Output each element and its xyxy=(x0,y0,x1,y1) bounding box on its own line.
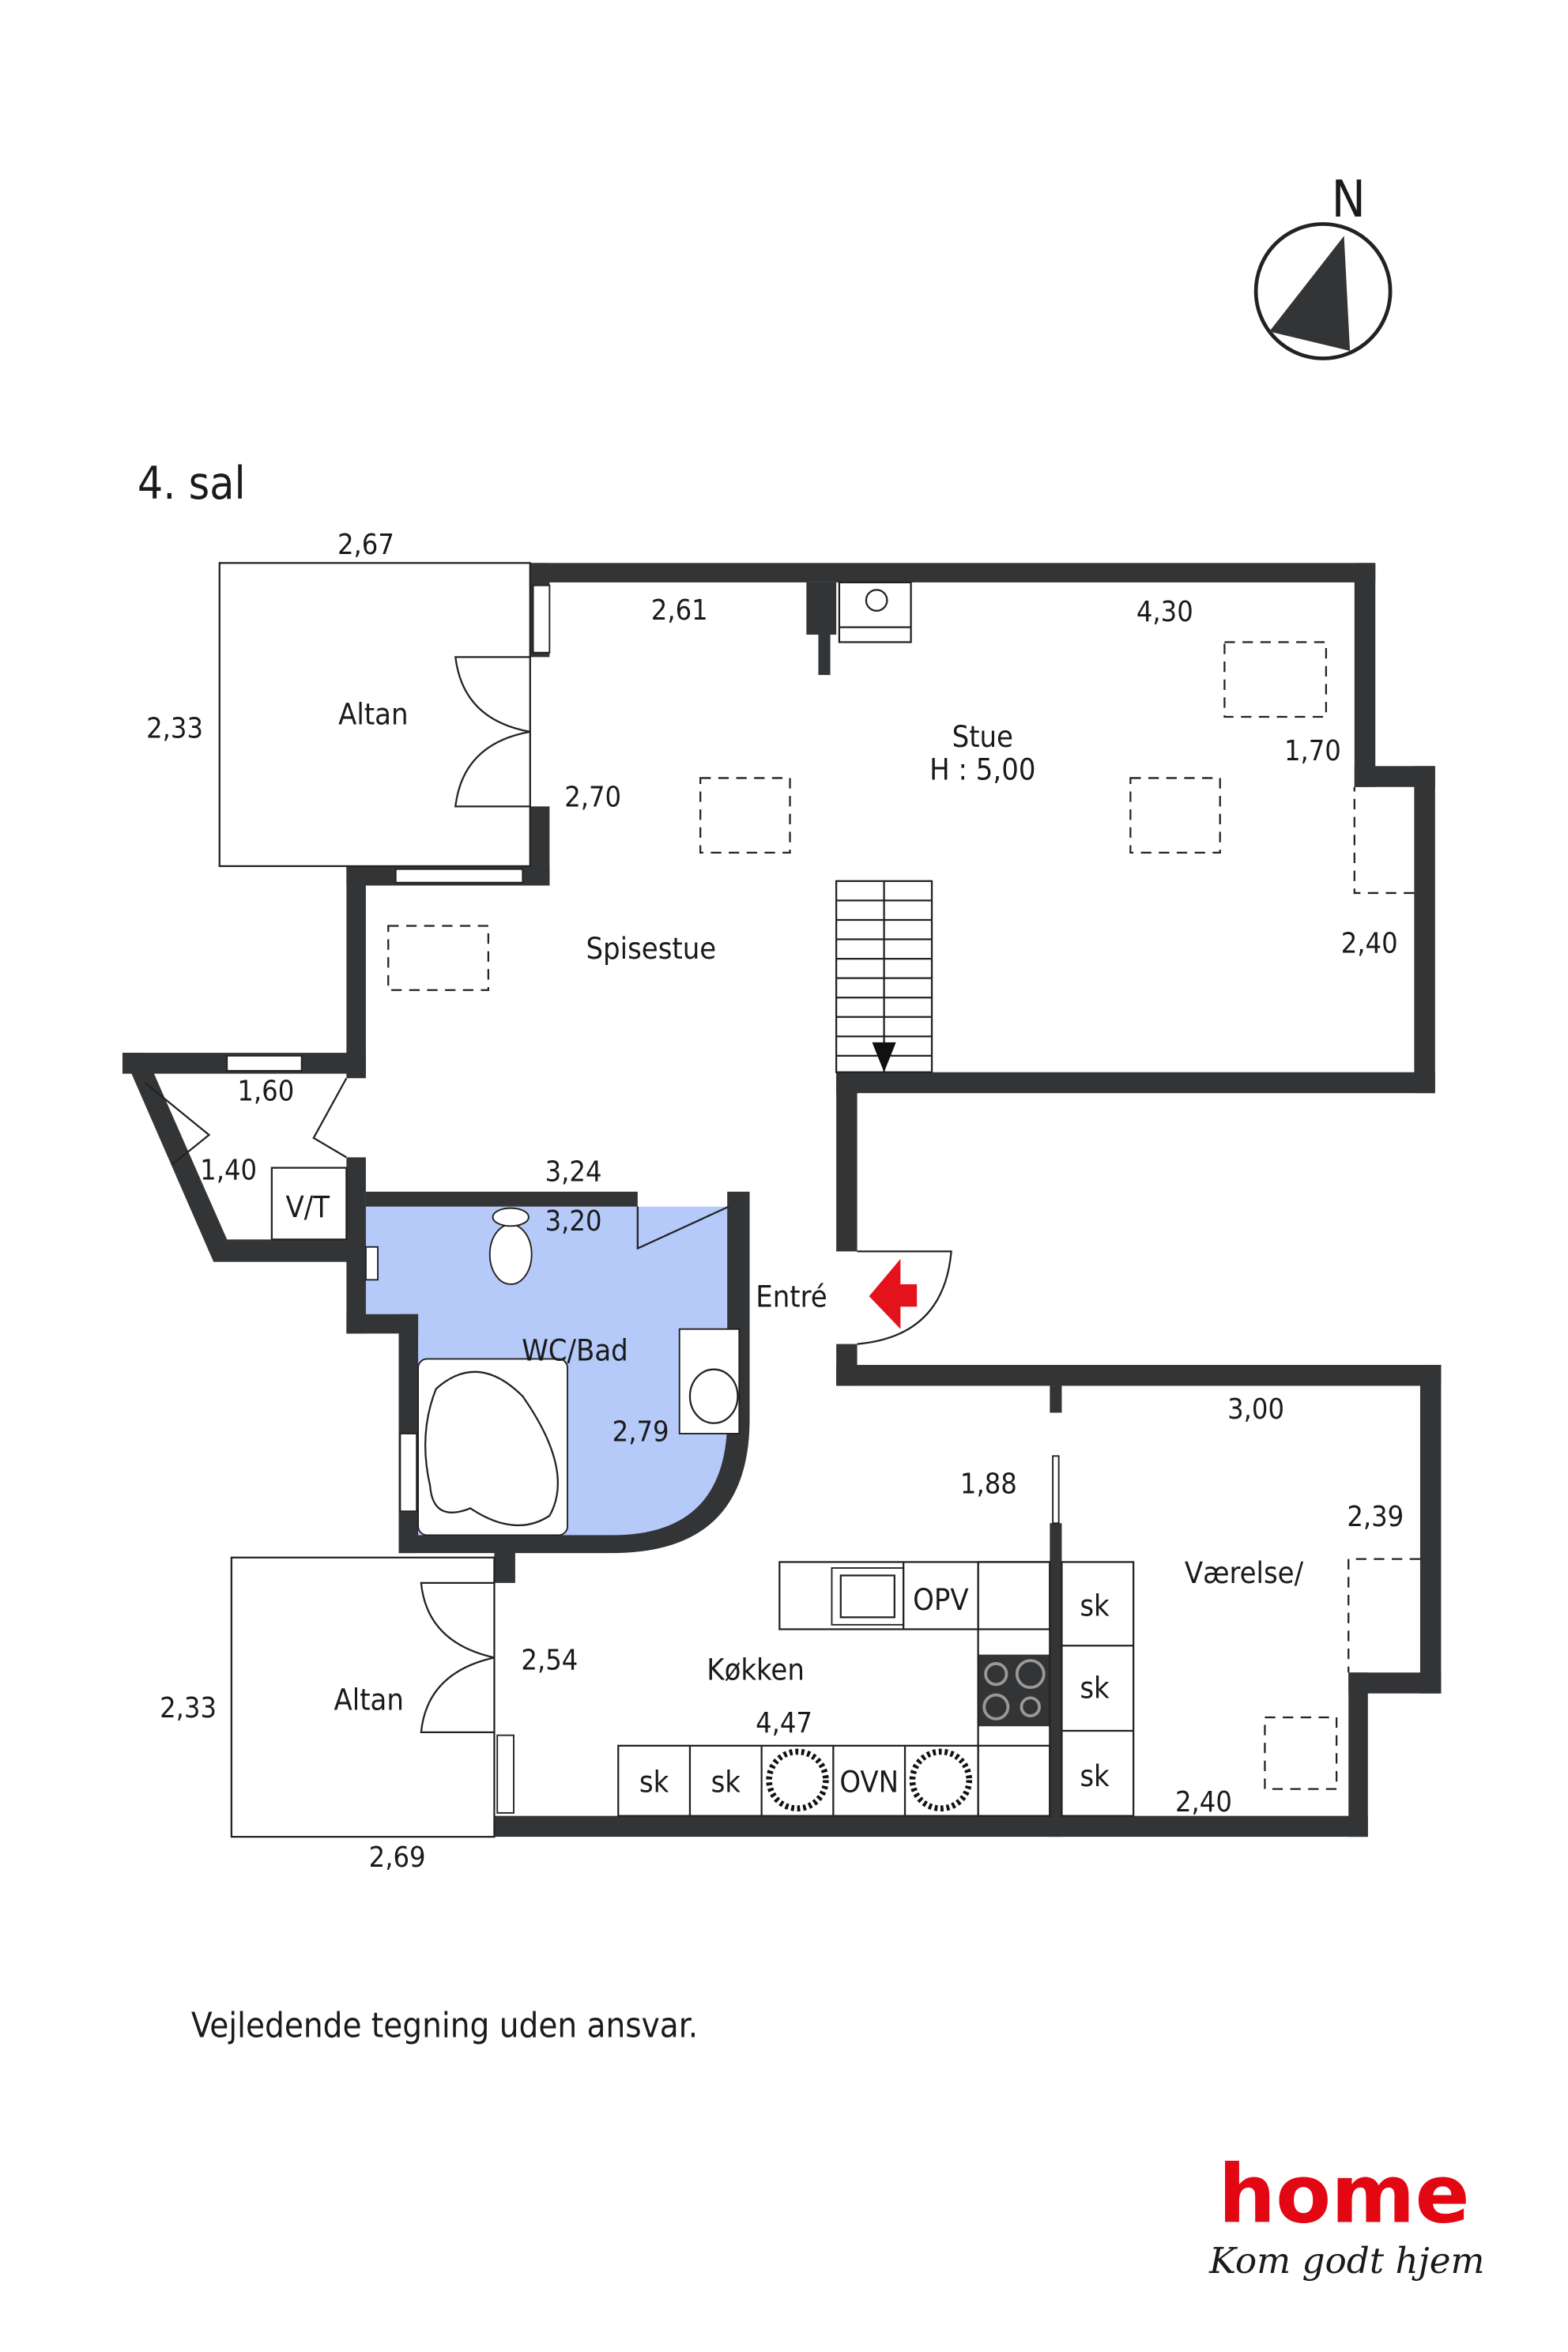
svg-text:2,39: 2,39 xyxy=(1347,1501,1404,1533)
svg-text:2,61: 2,61 xyxy=(651,594,708,627)
svg-text:2,33: 2,33 xyxy=(146,712,203,744)
svg-text:2,70: 2,70 xyxy=(564,781,621,813)
cabinet-label: sk xyxy=(639,1764,669,1799)
fan-icon xyxy=(909,1748,973,1811)
staircase xyxy=(835,880,933,1073)
room-label-kokken: Køkken xyxy=(707,1653,805,1687)
disclaimer: Vejledende tegning uden ansvar. xyxy=(191,2006,698,2045)
cabinet-label: sk xyxy=(711,1764,741,1799)
compass: N xyxy=(1253,170,1393,360)
fan-icon xyxy=(766,1748,829,1811)
oven-label: OVN xyxy=(839,1764,899,1799)
svg-text:1,40: 1,40 xyxy=(200,1155,257,1187)
fireplace xyxy=(838,581,912,643)
altan-lower-outline xyxy=(230,1556,496,1838)
sink xyxy=(678,1328,741,1434)
dimension-labels: 2,67 2,33 2,61 4,30 1,70 2,40 2,70 1,60 … xyxy=(146,529,1404,1874)
svg-text:2,33: 2,33 xyxy=(160,1692,217,1724)
dishwasher-label: OPV xyxy=(913,1582,969,1617)
svg-text:2,54: 2,54 xyxy=(521,1644,578,1676)
wardrobe-label: sk xyxy=(1080,1670,1110,1705)
wardrobe-label: sk xyxy=(1080,1588,1110,1623)
room-label-wc-bad: WC/Bad xyxy=(522,1332,628,1367)
logo-brand: home xyxy=(1218,2148,1469,2242)
towel-rail xyxy=(364,1246,379,1281)
svg-text:2,40: 2,40 xyxy=(1175,1786,1232,1819)
stair-direction-arrow-icon xyxy=(872,1042,896,1072)
compass-circle xyxy=(1253,222,1393,360)
kitchen-fixtures xyxy=(617,1561,1135,1817)
compass-north-label: N xyxy=(1332,170,1366,229)
entrance-arrow-icon xyxy=(869,1258,918,1329)
svg-text:3,20: 3,20 xyxy=(545,1205,602,1238)
svg-text:3,24: 3,24 xyxy=(545,1156,602,1189)
altan-upper-outline xyxy=(218,562,531,868)
skylights xyxy=(387,641,1420,1790)
compass-needle-icon xyxy=(1269,236,1351,352)
kitchen-sink xyxy=(831,1567,905,1626)
room-label-spisestue: Spisestue xyxy=(586,931,716,966)
svg-text:2,67: 2,67 xyxy=(337,529,394,561)
vt-closet xyxy=(270,1167,348,1241)
svg-text:1,60: 1,60 xyxy=(237,1076,294,1108)
room-label-altan-lower: Altan xyxy=(334,1683,404,1717)
bathtub xyxy=(417,1358,568,1536)
home-logo: home Kom godt hjem xyxy=(1208,2148,1484,2282)
walls xyxy=(122,563,1442,1838)
svg-text:1,88: 1,88 xyxy=(960,1468,1017,1501)
svg-text:4,30: 4,30 xyxy=(1136,596,1193,628)
svg-text:2,40: 2,40 xyxy=(1341,928,1398,960)
logo-tagline: Kom godt hjem xyxy=(1208,2240,1484,2282)
wardrobe-label: sk xyxy=(1080,1758,1110,1793)
room-height: H : 5,00 xyxy=(929,752,1035,786)
room-label-vt: V/T xyxy=(286,1189,330,1224)
bathroom-fixtures xyxy=(364,1207,741,1536)
room-label-altan-upper: Altan xyxy=(338,696,408,731)
svg-text:1,70: 1,70 xyxy=(1284,735,1341,767)
room-label-stue: Stue xyxy=(952,719,1013,754)
svg-text:2,69: 2,69 xyxy=(369,1841,426,1874)
doors xyxy=(144,656,952,1733)
windows xyxy=(226,584,1060,1814)
svg-text:2,79: 2,79 xyxy=(612,1415,669,1448)
toilet xyxy=(488,1223,533,1285)
room-label-entre: Entré xyxy=(756,1279,827,1314)
svg-text:4,47: 4,47 xyxy=(756,1707,812,1740)
floor-title: 4. sal xyxy=(138,458,246,510)
room-label-vaerelse: Værelse/ xyxy=(1185,1555,1304,1590)
svg-text:3,00: 3,00 xyxy=(1227,1393,1284,1426)
